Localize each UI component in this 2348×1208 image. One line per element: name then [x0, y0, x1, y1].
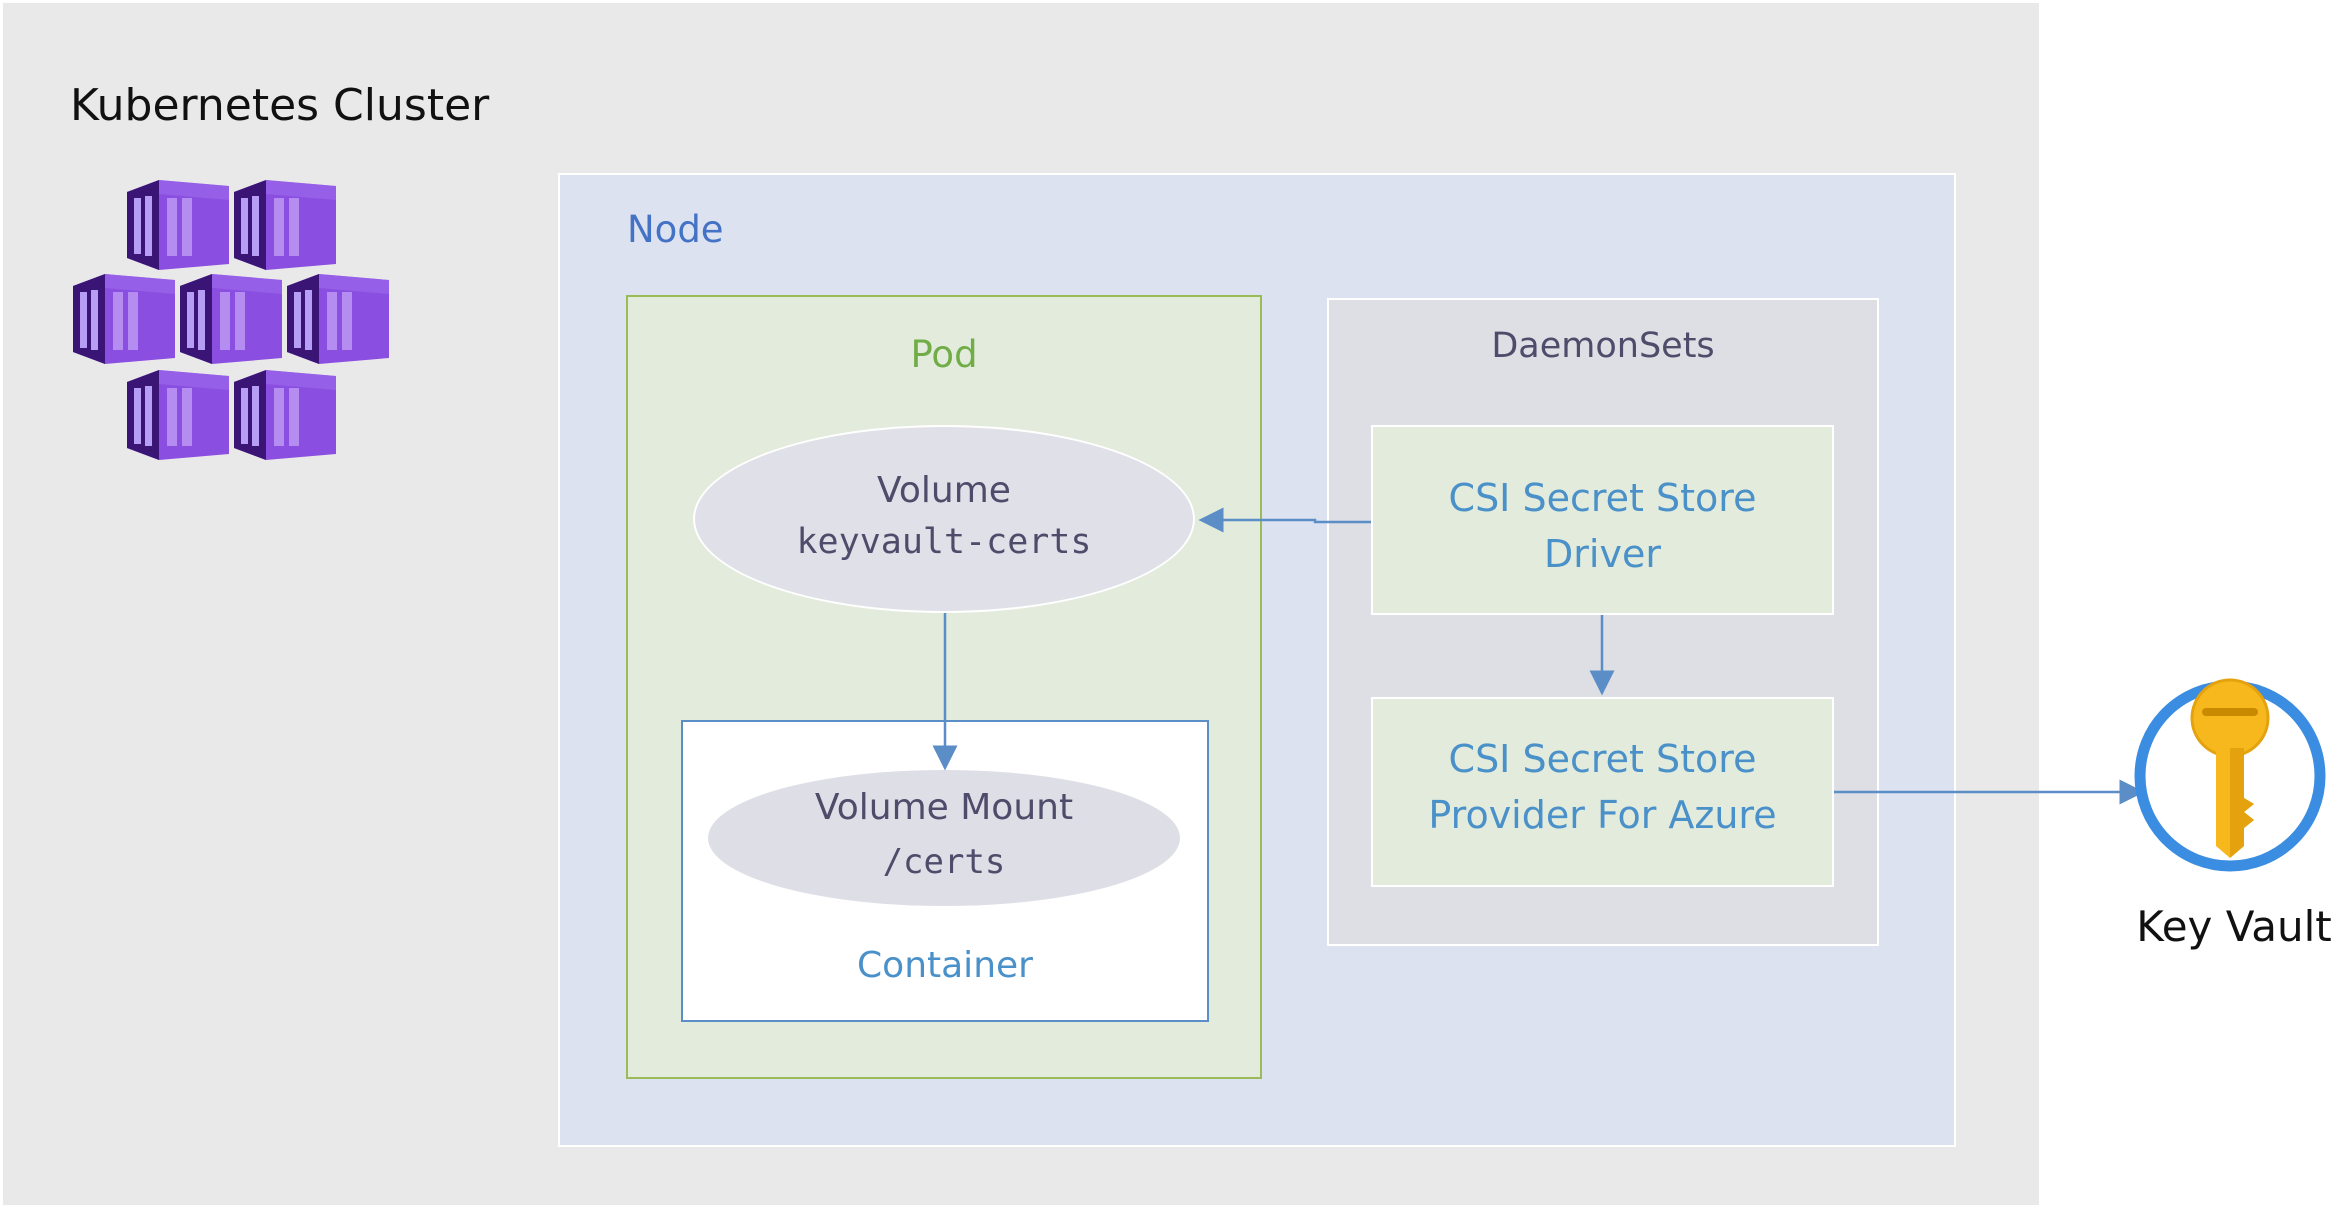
volume-name: keyvault-certs	[796, 522, 1092, 562]
volume-mount-label: Volume Mount	[814, 787, 1074, 828]
key-vault-label: Key Vault	[2136, 902, 2332, 951]
csi-provider-box	[1371, 697, 1834, 887]
volume-mount-path: /certs	[882, 842, 1006, 882]
node-title: Node	[627, 208, 724, 251]
csi-provider-line2: Provider For Azure	[1428, 793, 1777, 837]
cluster-title: Kubernetes Cluster	[70, 80, 490, 131]
kubernetes-cluster-icon	[73, 180, 389, 460]
key-vault-icon	[2134, 678, 2326, 872]
csi-driver-box	[1371, 425, 1834, 615]
csi-driver-line1: CSI Secret Store	[1448, 476, 1757, 520]
container-title: Container	[857, 945, 1033, 986]
volume-mount-ellipse	[708, 770, 1180, 906]
volume-label: Volume	[877, 470, 1011, 511]
csi-driver-label: CSI Secret Store Driver	[1371, 470, 1834, 582]
csi-provider-line1: CSI Secret Store	[1448, 737, 1757, 781]
csi-driver-line2: Driver	[1544, 532, 1661, 576]
csi-provider-label: CSI Secret Store Provider For Azure	[1371, 731, 1834, 843]
daemonsets-title: DaemonSets	[1491, 326, 1715, 366]
volume-ellipse	[693, 425, 1195, 613]
pod-title: Pod	[910, 333, 978, 376]
